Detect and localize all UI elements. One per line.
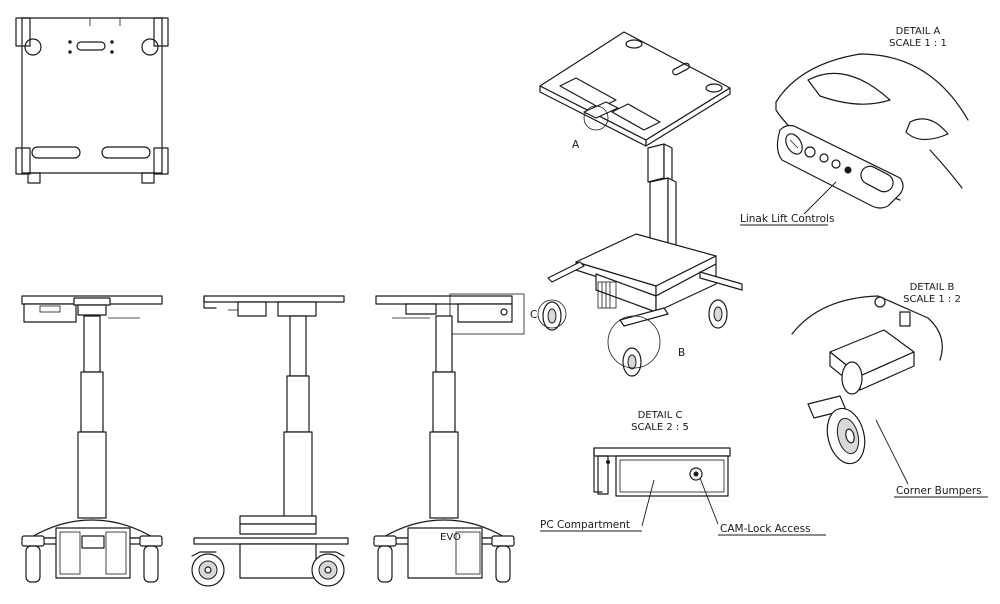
front-view-left xyxy=(21,295,163,583)
marker-b: B xyxy=(678,347,685,359)
pc-compartment-label: PC Compartment xyxy=(540,519,630,531)
isometric-view xyxy=(537,31,743,377)
side-view-middle xyxy=(191,295,349,587)
detail-b-title: DETAIL B xyxy=(910,282,955,293)
detail-c xyxy=(593,447,731,527)
detail-c-title: DETAIL C xyxy=(638,410,683,421)
corner-bumpers-label: Corner Bumpers xyxy=(896,485,982,497)
detail-c-scale: SCALE 2 : 5 xyxy=(631,422,689,433)
detail-a-title: DETAIL A xyxy=(896,26,941,37)
detail-b xyxy=(791,295,943,485)
detail-a xyxy=(775,53,969,215)
cart-logo: EVO xyxy=(440,532,461,543)
marker-a: A xyxy=(572,139,580,151)
detail-b-scale: SCALE 1 : 2 xyxy=(903,294,961,305)
marker-c: C xyxy=(530,309,537,321)
detail-a-scale: SCALE 1 : 1 xyxy=(889,38,947,49)
cam-lock-access-label: CAM-Lock Access xyxy=(720,523,811,535)
linak-lift-controls-label: Linak Lift Controls xyxy=(740,213,834,225)
top-view xyxy=(15,17,169,184)
front-view-right: EVO xyxy=(373,293,525,583)
